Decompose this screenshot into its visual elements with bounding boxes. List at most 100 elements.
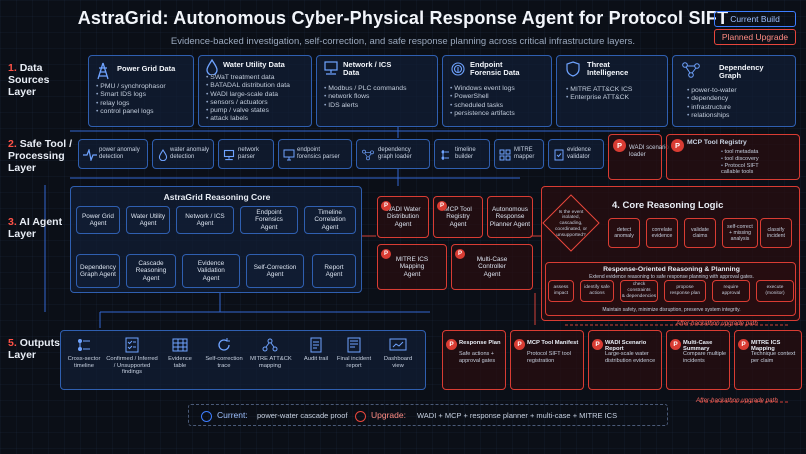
layer-number: 3.	[8, 216, 17, 228]
response-step-label: propose response plan	[669, 285, 701, 296]
tool-label: endpoint forensics parser	[297, 147, 340, 160]
page-title: AstraGrid: Autonomous Cyber-Physical Res…	[77, 8, 729, 28]
planned-badge-icon: P	[455, 249, 465, 259]
list-item: MITRE ATT&CK ICS	[566, 86, 632, 94]
source-list: Modbus / PLC commands network flows IDS …	[324, 85, 406, 110]
output-item: Final incident report	[334, 336, 374, 386]
timeline-icon	[439, 148, 451, 162]
agent-label: Cascade Reasoning Agent	[135, 259, 167, 282]
tool-dependency-graph-loader: dependency graph loader	[356, 139, 430, 169]
tool-network-parser: network parser	[218, 139, 274, 169]
decision-diamond	[542, 194, 600, 252]
water-drop-icon	[157, 148, 169, 162]
response-step-label: execute (monitor)	[765, 285, 785, 296]
page-subtitle: Evidence-backed investigation, self-corr…	[170, 36, 636, 47]
source-title: Power Grid Data	[117, 64, 176, 73]
planned-tool-wadi-loader: P WADI scenario loader	[608, 134, 669, 180]
layer-name: AI Agent Layer	[8, 216, 63, 241]
response-step-label: check constraints & dependencies	[621, 282, 657, 299]
legend-current-label: Current Build	[730, 14, 780, 24]
output-item: Self-correction trace	[204, 336, 244, 386]
logic-step-card: self-correct + missing analysis	[722, 218, 758, 248]
logic-step-label: validate claims	[691, 226, 709, 239]
response-step-card: identify safe actions	[580, 280, 614, 302]
output-label: MITRE ATT&CK mapping	[250, 356, 292, 369]
planned-output-desc: Technique context per claim	[751, 351, 796, 364]
tool-label: timeline builder	[455, 147, 476, 160]
tool-mitre-mapper: MITRE mapper	[494, 139, 544, 169]
output-label: Confirmed / Inferred / Unsupported findi…	[106, 356, 158, 376]
layer-number: 2.	[8, 138, 17, 150]
planned-badge-icon: P	[381, 201, 391, 211]
agent-label: Water Utility Agent	[130, 212, 166, 227]
response-planning-subtitle: Extend evidence reasoning to safe respon…	[589, 274, 754, 280]
list-item: power-to-water	[687, 87, 736, 95]
graph-icon	[361, 148, 375, 162]
source-title: Dependency Graph	[719, 63, 764, 81]
list-item: pump / valve states	[206, 107, 290, 115]
list-item: IDS alerts	[324, 102, 406, 110]
source-card-network-ics: Network / ICS Data Modbus / PLC commands…	[316, 55, 438, 127]
planned-badge-icon: P	[671, 139, 684, 152]
list-item: control panel logs	[96, 108, 166, 116]
layer-label-ai-agent: 3. AI Agent Layer	[8, 216, 62, 240]
list-item: PowerShell	[450, 93, 515, 101]
tool-water-anomaly: water anomaly detection	[152, 139, 214, 169]
source-list: MITRE ATT&CK ICS Enterprise ATT&CK	[566, 86, 632, 103]
outputs-panel	[60, 330, 426, 390]
planned-badge-icon: P	[437, 201, 447, 211]
network-icon	[323, 60, 339, 76]
graph-icon	[681, 61, 701, 79]
shield-icon	[565, 61, 581, 77]
planned-output-desc: Protocol SIFT tool registration	[527, 351, 571, 364]
source-list: PMU / synchrophasor Smart IDS logs relay…	[96, 83, 166, 116]
legend-current: Current Build	[714, 11, 796, 27]
source-list: SWaT treatment data BATADAL distribution…	[206, 74, 290, 124]
logic-step-label: self-correct + missing analysis	[727, 223, 753, 243]
checklist-icon	[106, 336, 158, 354]
planned-output-title: WADI Scenario Report	[605, 340, 647, 352]
layer-label-data-sources: 1. Data Sources Layer	[8, 62, 49, 98]
list-item: WADI large-scale data	[206, 91, 290, 99]
source-title: Water Utility Data	[223, 60, 285, 69]
core-agent-card: Power Grid Agent	[76, 206, 120, 234]
decision-question: Is the event isolated, cascading, coordi…	[555, 209, 587, 238]
table-icon	[160, 336, 200, 354]
planned-agent-mcp: P MCP Tool Registry Agent	[433, 196, 483, 238]
planned-output-desc: Compare multiple incidents	[683, 351, 727, 364]
planned-output-title: Multi-Case Summary	[683, 340, 713, 352]
planned-output-title: Response Plan	[459, 340, 501, 346]
tool-evidence-validator: evidence validator	[548, 139, 604, 169]
logic-step-card: detect anomaly	[608, 218, 640, 248]
core-agent-card: Water Utility Agent	[126, 206, 170, 234]
tool-timeline-builder: timeline builder	[434, 139, 490, 169]
footer-summary: Current: power-water cascade proof Upgra…	[188, 404, 668, 426]
planned-tool-label: MCP Tool Registry	[687, 139, 747, 146]
core-agent-card: Endpoint Forensics Agent	[240, 206, 298, 234]
agent-label: Autonomous Response Planner Agent	[489, 205, 531, 228]
core-agent-card: Report Agent	[312, 254, 356, 288]
planned-tool-mcp-registry: P MCP Tool Registry tool metadata tool d…	[666, 134, 800, 180]
core-agent-card: Evidence Validation Agent	[182, 254, 240, 288]
agent-label: Dependency Graph Agent	[80, 263, 116, 278]
tool-label: evidence validator	[567, 147, 592, 160]
planned-agent-response-planner: Autonomous Response Planner Agent	[487, 196, 533, 238]
output-label: Audit trail	[303, 356, 329, 362]
core-logic-title: 4. Core Reasoning Logic	[612, 200, 724, 211]
output-item: MITRE ATT&CK mapping	[250, 336, 292, 386]
source-card-water-utility: Water Utility Data SWaT treatment data B…	[198, 55, 312, 127]
list-item: dependency	[687, 95, 737, 103]
reasoning-core-title: AstraGrid Reasoning Core	[163, 192, 271, 202]
tool-endpoint-forensics: endpoint forensics parser	[278, 139, 352, 169]
tool-label: network parser	[238, 147, 260, 160]
core-agent-card: Timeline Correlation Agent	[304, 206, 356, 234]
response-step-label: assess impact	[553, 285, 569, 296]
response-step-label: require approval	[721, 285, 741, 296]
upgrade-path-label-bottom: After-hackathon upgrade path	[696, 397, 778, 404]
planned-badge-icon: P	[381, 249, 391, 259]
list-item: relay logs	[96, 100, 166, 108]
output-item: Confirmed / Inferred / Unsupported findi…	[106, 336, 158, 386]
output-item: Audit trail	[296, 336, 336, 386]
